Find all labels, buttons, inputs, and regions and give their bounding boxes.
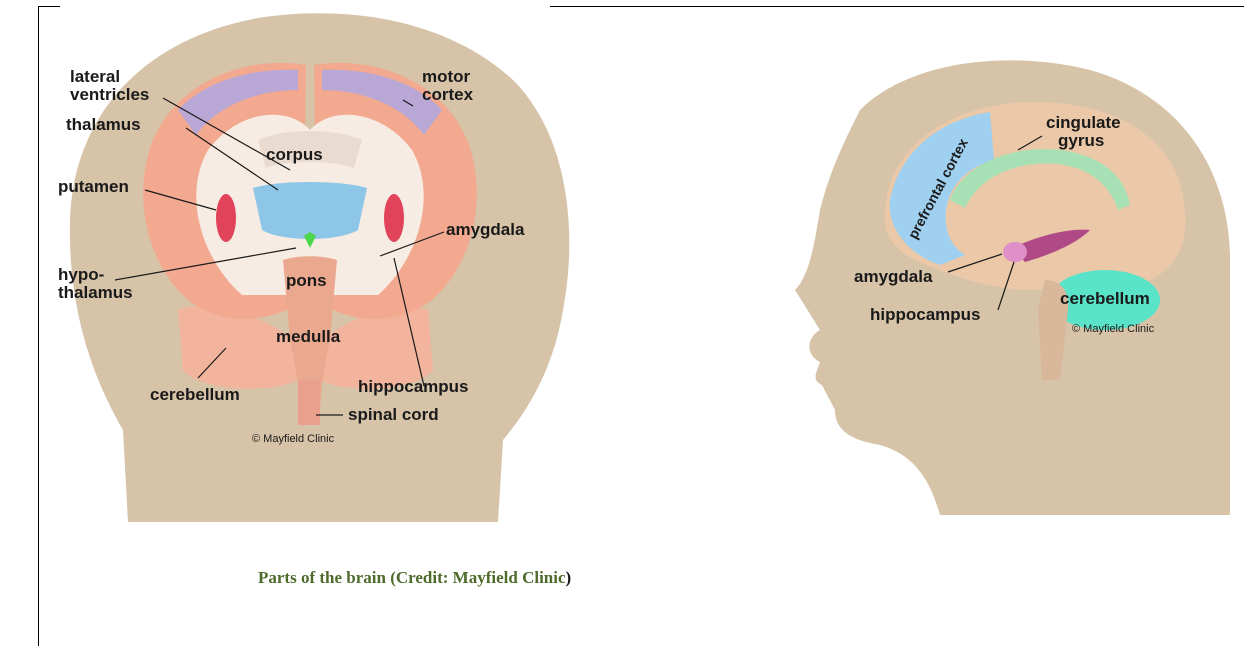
label-hypo: hypo- [58,265,104,284]
label-lateral: lateral [70,67,120,86]
label-pons: pons [286,271,327,290]
label-amygdala: amygdala [854,267,933,286]
figure-caption: Parts of the brain (Credit: Mayfield Cli… [258,568,571,588]
label-motor: motor [422,67,471,86]
label-cingulate: cingulate [1046,113,1121,132]
label-thalamus: thalamus [66,115,141,134]
label-cortex: cortex [422,85,474,104]
label-ventricles: ventricles [70,85,149,104]
label-medulla: medulla [276,327,341,346]
thalamus [253,182,367,239]
coronal-brain-illustration: lateral ventricles motor cortex thalamus… [58,10,580,522]
label-cerebellum: cerebellum [1060,289,1150,308]
copyright-right: © Mayfield Clinic [1072,323,1155,335]
label-spinal-cord: spinal cord [348,405,439,424]
label-hippocampus: hippocampus [358,377,469,396]
putamen-left [216,194,236,242]
spinal-cord [298,380,320,425]
caption-text: Parts of the brain (Credit: Mayfield Cli… [258,568,566,587]
amygdala [1003,242,1027,262]
label-corpus: corpus [266,145,323,164]
copyright-left: © Mayfield Clinic [252,433,335,445]
label-putamen: putamen [58,177,129,196]
label-gyrus: gyrus [1058,131,1104,150]
label-amygdala: amygdala [446,220,525,239]
coronal-brain-figure: lateral ventricles motor cortex thalamus… [58,10,580,522]
caption-close-paren: ) [566,568,572,587]
label-hypothalamus: thalamus [58,283,133,302]
label-cerebellum: cerebellum [150,385,240,404]
sagittal-brain-figure: prefrontal cortex cingulate gyrus amygda… [790,40,1230,515]
sagittal-brain-illustration: prefrontal cortex cingulate gyrus amygda… [790,40,1230,515]
label-hippocampus: hippocampus [870,305,981,324]
